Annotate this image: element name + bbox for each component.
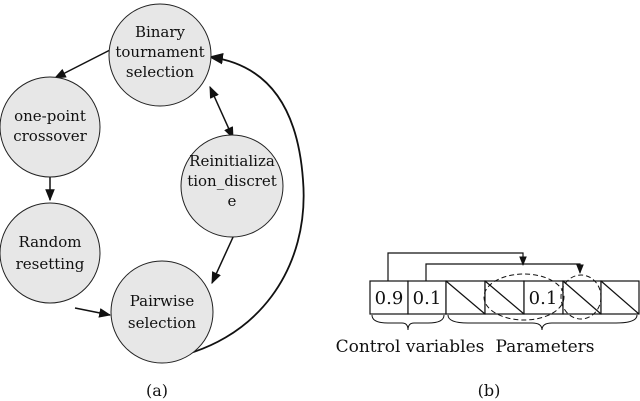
cell-2-value: 0.1 [413, 288, 442, 309]
node-reinitialization: Reinitializa tion_discret e [180, 134, 284, 238]
brace-control [371, 314, 445, 331]
cell-1 [369, 280, 409, 315]
connector-control-1 [387, 252, 527, 281]
node-reinit-line2: tion_discret [187, 172, 277, 190]
edge-pairwise-to-binary [159, 53, 305, 361]
node-reinit-line3: e [228, 192, 237, 210]
node-crossover-line2: crossover [13, 127, 87, 145]
label-b: (b) [478, 381, 501, 400]
dashed-ellipse-small [560, 274, 602, 320]
connector-control-2 [425, 263, 584, 281]
brace-parameters [447, 314, 638, 331]
node-crossover-line1: one-point [14, 107, 86, 125]
edge-binary-reinit [209, 85, 234, 140]
cell-5 [523, 280, 564, 315]
cell-7-diagonal [600, 280, 640, 315]
edge-reinit-to-pairwise [211, 234, 235, 285]
node-binary-line1: Binary [135, 23, 186, 41]
node-binary-tournament: Binary tournament selection [108, 3, 212, 107]
node-pairwise-line1: Pairwise [130, 292, 195, 310]
dashed-ellipse-large [483, 273, 565, 321]
cell-2 [407, 280, 447, 315]
edge-resetting-to-pairwise [74, 307, 112, 318]
cell-row: 0.9 0.1 0.1 [369, 280, 640, 315]
brace-label-parameters: Parameters [496, 337, 595, 357]
node-binary-line3: selection [126, 63, 195, 81]
brace-label-control: Control variables [336, 337, 485, 357]
cell-1-value: 0.9 [375, 288, 404, 309]
node-pairwise-selection: Pairwise selection [110, 260, 214, 364]
cell-3-diagonal [445, 280, 486, 315]
label-a: (a) [146, 381, 168, 400]
cell-6-diagonal [562, 280, 602, 315]
node-random-resetting: Random resetting [0, 202, 101, 304]
diagram-a: Binary tournament selection one-point cr… [0, 3, 305, 400]
cell-5-value: 0.1 [529, 288, 558, 309]
node-one-point-crossover: one-point crossover [0, 76, 101, 178]
node-resetting-line1: Random [18, 233, 81, 251]
node-binary-line2: tournament [115, 43, 204, 61]
node-reinit-line1: Reinitializa [189, 152, 275, 170]
diagram-b: 0.9 0.1 0.1 Control variables Parameters… [336, 252, 640, 400]
node-pairwise-line2: selection [128, 314, 197, 332]
node-resetting-line2: resetting [16, 255, 85, 273]
edge-binary-to-crossover [53, 49, 111, 79]
cell-4-diagonal [484, 280, 525, 315]
